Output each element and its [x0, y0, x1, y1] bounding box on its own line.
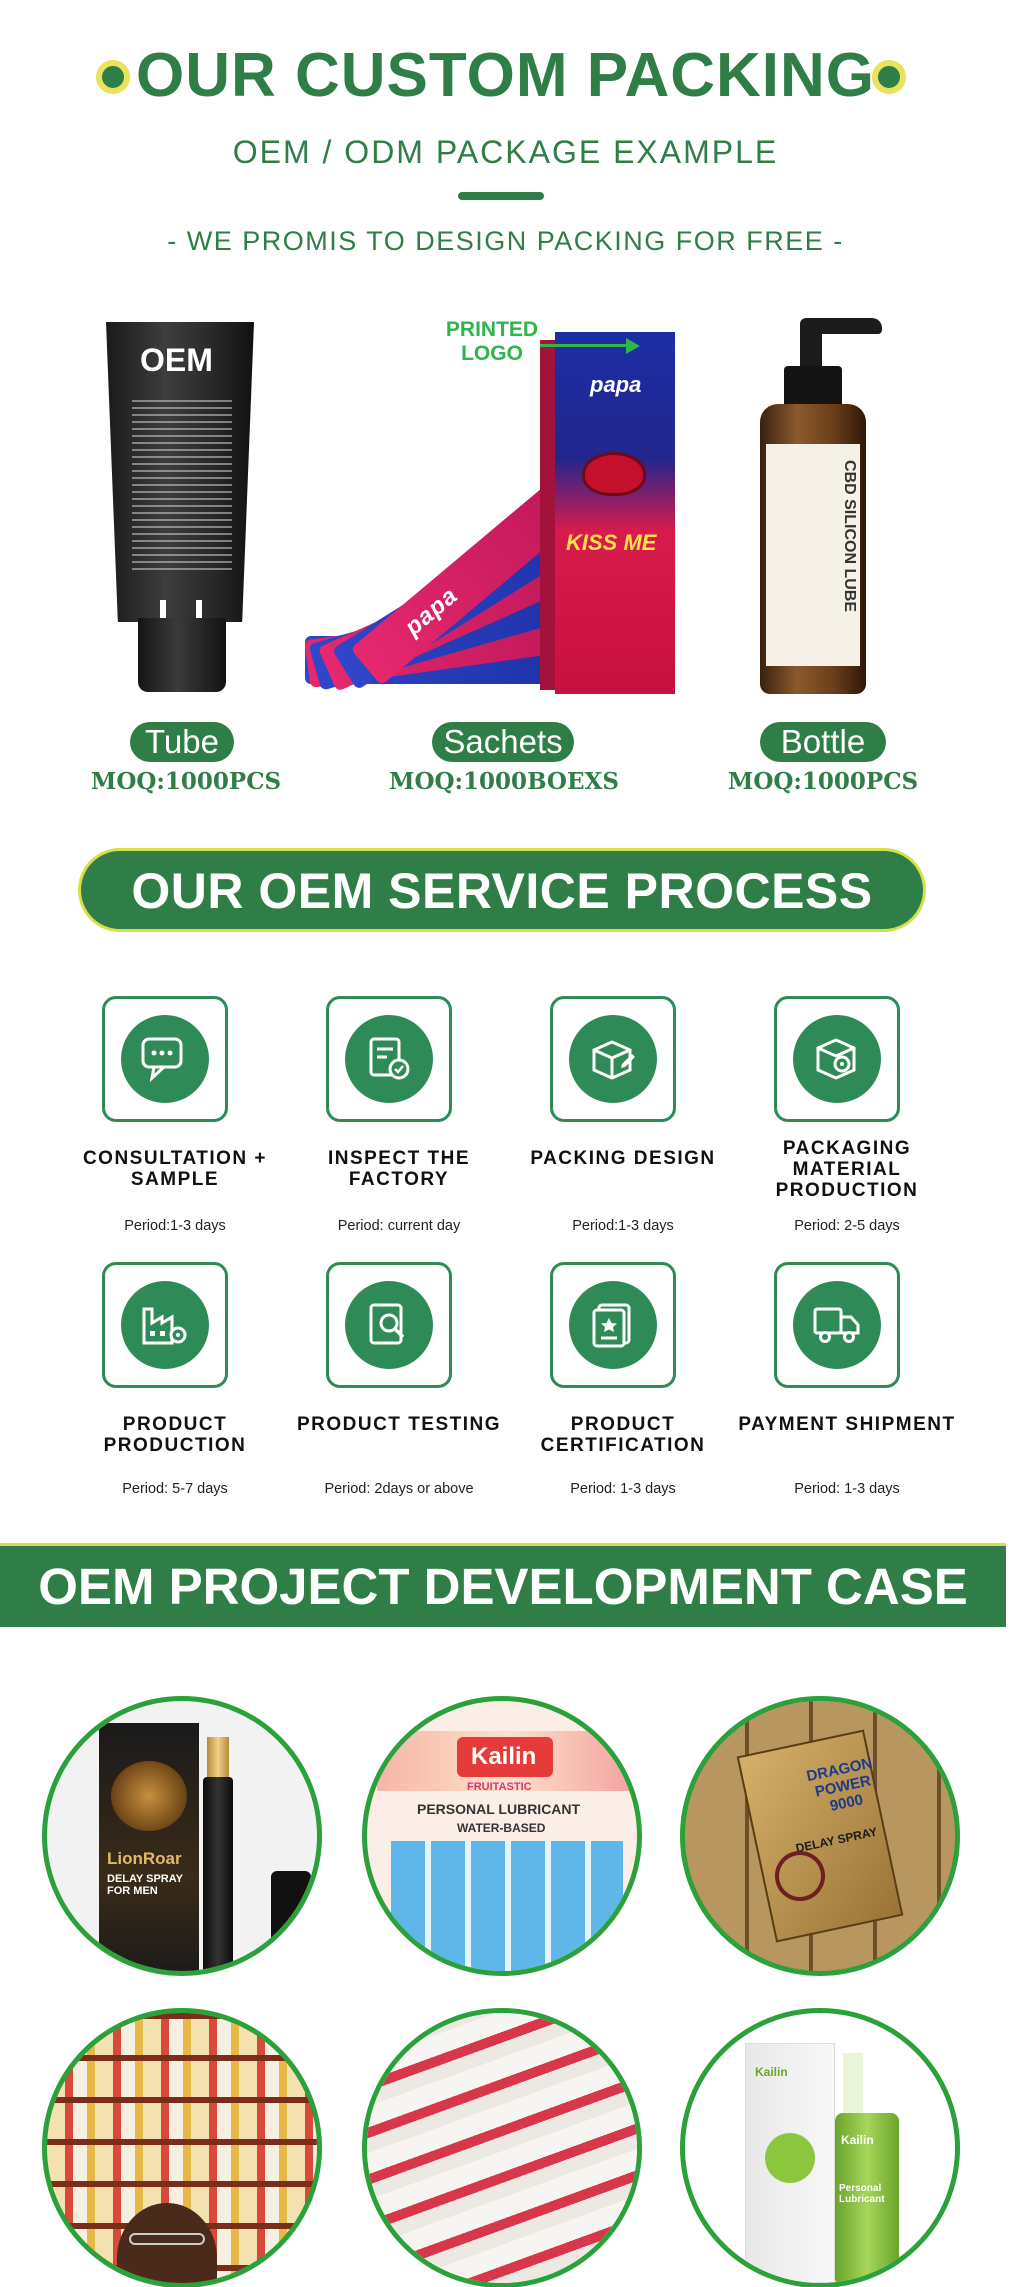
callout-arrow: [540, 344, 630, 347]
step-title: INSPECT THE FACTORY: [327, 1148, 471, 1190]
case-brand: Kailin: [755, 2065, 788, 2079]
truck-icon: [793, 1281, 881, 1369]
step-icon-box: [774, 996, 900, 1122]
spray-bottle: [203, 1777, 233, 1971]
sachet-box-side: [540, 340, 558, 690]
step-period: Period: current day: [337, 1218, 461, 1234]
tube-printed-text: [132, 400, 232, 570]
printed-logo-callout: PRINTED LOGO: [445, 318, 539, 365]
step-icon-box: [550, 1262, 676, 1388]
bottle-cap: [784, 366, 842, 410]
case-brand: LionRoar: [107, 1849, 182, 1868]
case-tag: FRUITASTIC: [467, 1781, 532, 1793]
case-sub: WATER-BASED: [457, 1821, 546, 1835]
case-text: DELAY SPRAY FOR MEN: [107, 1873, 183, 1897]
page-title: OUR CUSTOM PACKING: [135, 41, 876, 110]
tube-moq: MOQ:1000PCS: [90, 768, 282, 795]
magnifier-document-icon: [345, 1281, 433, 1369]
glasses: [129, 2233, 205, 2245]
step-period: Period: 2days or above: [324, 1481, 474, 1497]
sachets-badge: Sachets: [432, 722, 574, 762]
lion-graphic: [111, 1761, 187, 1831]
spray-head: [843, 2053, 863, 2113]
step-title: PAYMENT SHIPMENT: [738, 1414, 956, 1435]
step-icon-box: [550, 996, 676, 1122]
chat-icon: [121, 1015, 209, 1103]
case-text: PERSONAL LUBRICANT: [417, 1801, 581, 1817]
step-icon-box: [326, 1262, 452, 1388]
cases-banner: [0, 1543, 1006, 1627]
factory-icon: [121, 1281, 209, 1369]
spray-nozzle: [207, 1737, 229, 1777]
process-title: OUR OEM SERVICE PROCESS: [131, 863, 873, 919]
certificate-icon: [569, 1281, 657, 1369]
step-period: Period:1-3 days: [124, 1218, 226, 1234]
free-design-promise: - WE PROMIS TO DESIGN PACKING FOR FREE -: [167, 226, 844, 256]
step-icon-box: [102, 996, 228, 1122]
spray-cap: [271, 1871, 311, 1971]
arrow-head-icon: [626, 338, 640, 354]
case-image-shop-shelves: [42, 2008, 322, 2287]
sachets-moq: MOQ:1000BOEXS: [389, 768, 619, 795]
sachet-box: [555, 332, 675, 694]
case-text: Personal Lubricant: [839, 2183, 885, 2205]
step-icon-box: [774, 1262, 900, 1388]
boxes-pile: [367, 2013, 637, 2283]
lips-graphic: [582, 452, 646, 496]
case-brand: Kailin: [471, 1743, 537, 1770]
bottle-label-text: CBD SILICON LUBE: [841, 460, 858, 612]
step-icon-box: [326, 996, 452, 1122]
sachet-box-brand: papa: [590, 372, 642, 397]
cases-title: OEM PROJECT DEVELOPMENT CASE: [38, 1558, 968, 1615]
tube-oem-print: OEM: [140, 342, 213, 378]
lubricant-tubes: [391, 1841, 623, 1971]
process-title-pill: [78, 848, 926, 932]
tube-stripe: [196, 600, 202, 618]
tube-cap: [138, 618, 226, 692]
step-period: Period: 1-3 days: [570, 1481, 676, 1497]
bottle-moq: MOQ:1000PCS: [727, 768, 919, 795]
case-image-lionroar: LionRoar DELAY SPRAY FOR MEN: [42, 1696, 322, 1976]
case-image-kailin-fruitastic: Kailin FRUITASTIC PERSONAL LUBRICANT WAT…: [362, 1696, 642, 1976]
bottle-badge: Bottle: [760, 722, 886, 762]
step-period: Period: 5-7 days: [122, 1481, 228, 1497]
step-title: PACKING DESIGN: [530, 1148, 716, 1169]
step-period: Period: 1-3 days: [794, 1481, 900, 1497]
tube-badge: Tube: [130, 722, 234, 762]
kailin-logo-bg: [457, 1737, 553, 1777]
case-image-stacked-boxes: [362, 2008, 642, 2287]
step-period: Period:1-3 days: [572, 1218, 674, 1234]
spray-bottle: [835, 2113, 899, 2283]
bottle-pump-neck: [800, 330, 822, 370]
box-edit-icon: [569, 1015, 657, 1103]
title-bullet-left: [96, 60, 130, 94]
sachet-box-text: KISS ME: [566, 530, 657, 555]
case-image-kailin-spray: Kailin Kailin Personal Lubricant: [680, 2008, 960, 2287]
case-image-dragon-power: DRAGON POWER 9000 DELAY SPRAY: [680, 1696, 960, 1976]
case-brand: Kailin: [841, 2133, 874, 2147]
step-period: Period: 2-5 days: [794, 1218, 900, 1234]
inspect-document-icon: [345, 1015, 433, 1103]
step-title: PACKAGING MATERIAL PRODUCTION: [775, 1138, 919, 1201]
box-gear-icon: [793, 1015, 881, 1103]
bottle-label: [766, 444, 860, 666]
step-title: PRODUCT CERTIFICATION: [540, 1414, 706, 1456]
step-title: CONSULTATION + SAMPLE: [82, 1148, 268, 1190]
title-bullet-right: [872, 60, 906, 94]
step-title: PRODUCT TESTING: [296, 1414, 502, 1435]
step-icon-box: [102, 1262, 228, 1388]
title-divider: [458, 192, 544, 200]
tube-stripe: [160, 600, 166, 618]
step-title: PRODUCT PRODUCTION: [103, 1414, 247, 1456]
leaf-graphic: [765, 2133, 815, 2183]
page-subtitle: OEM / ODM PACKAGE EXAMPLE: [232, 134, 779, 170]
custom-packing-section: OUR CUSTOM PACKING OEM / ODM PACKAGE EXA…: [0, 0, 1011, 820]
